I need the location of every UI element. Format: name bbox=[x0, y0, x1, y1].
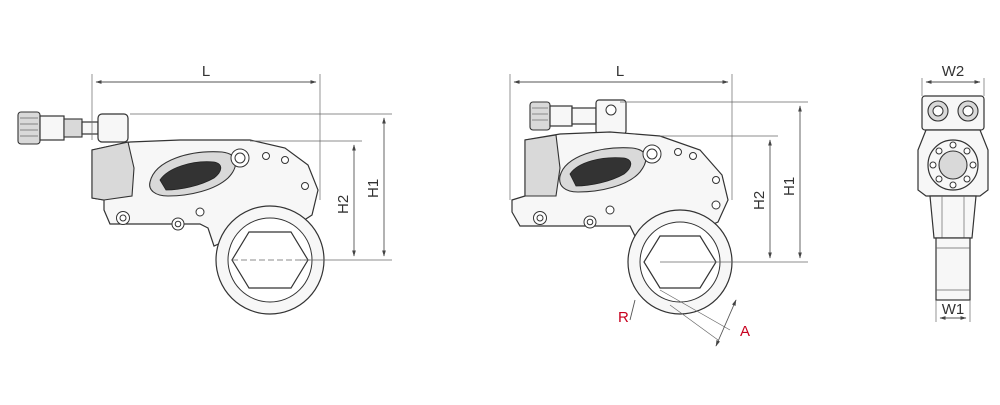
label-W2: W2 bbox=[942, 63, 965, 80]
side-view-1: L H1 H2 bbox=[17, 63, 392, 315]
hose-connector-2 bbox=[529, 99, 627, 135]
hose-connector-1 bbox=[17, 111, 129, 145]
end-view: W2 W1 bbox=[917, 63, 989, 322]
label-R: R bbox=[618, 309, 629, 326]
lower-link bbox=[935, 237, 971, 301]
label-W1: W1 bbox=[942, 301, 965, 318]
dimension-A bbox=[715, 299, 737, 347]
label-L-1: L bbox=[202, 63, 210, 80]
label-L-2: L bbox=[616, 63, 624, 80]
slot-inner-1 bbox=[159, 161, 222, 191]
radius-leader bbox=[629, 299, 636, 321]
label-H2-1: H2 bbox=[335, 195, 352, 214]
side-plate bbox=[929, 195, 977, 239]
label-H1-2: H1 bbox=[781, 177, 798, 196]
label-A: A bbox=[740, 323, 750, 340]
label-H1-1: H1 bbox=[365, 179, 382, 198]
label-H2-2: H2 bbox=[751, 191, 768, 210]
side-view-2: L H1 H2 R A bbox=[509, 63, 808, 347]
cylinder-block-1 bbox=[91, 141, 135, 201]
cylinder-block-2 bbox=[524, 134, 561, 197]
